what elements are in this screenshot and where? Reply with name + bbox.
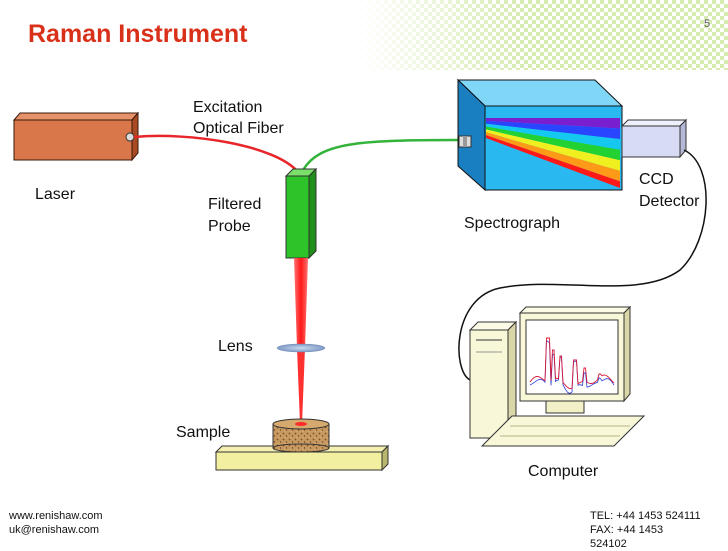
keyboard	[480, 415, 646, 447]
laser-device	[12, 111, 140, 162]
spectrum-band	[486, 120, 620, 140]
computer-monitor	[518, 305, 632, 414]
spectrum-band	[486, 126, 620, 161]
focused-beam	[297, 348, 305, 424]
sample-label: Sample	[176, 424, 231, 441]
header-band	[360, 0, 728, 70]
screen-trace-blue	[529, 339, 615, 394]
excitation-fiber	[133, 134, 299, 173]
probe-label-line2: Probe	[208, 218, 251, 235]
spectrum-band	[486, 129, 620, 171]
footer-fax-line2: 524102	[590, 538, 627, 550]
data-cable	[458, 149, 707, 381]
footer-fax-line1: FAX: +44 1453	[590, 524, 664, 536]
fiber-label-line2: Optical Fiber	[193, 120, 284, 137]
page-number: 5	[704, 18, 711, 30]
spectrum-band	[486, 135, 620, 188]
lens-shape	[276, 343, 326, 353]
ccd-detector	[620, 118, 688, 159]
computer-label: Computer	[528, 463, 599, 480]
filtered-probe	[284, 167, 318, 260]
footer-website[interactable]: www.renishaw.com	[9, 510, 103, 522]
screen-trace-red	[529, 337, 615, 390]
slide-title: Raman Instrument	[28, 20, 248, 48]
spectrum-band	[486, 118, 620, 129]
sample-puck	[272, 418, 330, 453]
ccd-label-line1: CCD	[639, 171, 674, 188]
computer-tower	[468, 320, 518, 440]
ccd-label-line2: Detector	[639, 193, 700, 210]
fiber-label-line1: Excitation	[193, 99, 263, 116]
laser-beam	[294, 258, 308, 348]
footer-email[interactable]: uk@renishaw.com	[9, 524, 100, 536]
probe-label-line1: Filtered	[208, 196, 262, 213]
lens-label: Lens	[218, 338, 253, 355]
collection-fiber	[301, 138, 463, 171]
spectrum-band	[486, 132, 620, 182]
footer-tel: TEL: +44 1453 524111	[590, 510, 701, 522]
laser-label: Laser	[35, 186, 76, 203]
spectrum-fan	[486, 118, 620, 188]
spectrum-band	[486, 123, 620, 150]
spectrograph-label: Spectrograph	[464, 215, 561, 232]
screen-spectrum-plot	[529, 337, 615, 394]
